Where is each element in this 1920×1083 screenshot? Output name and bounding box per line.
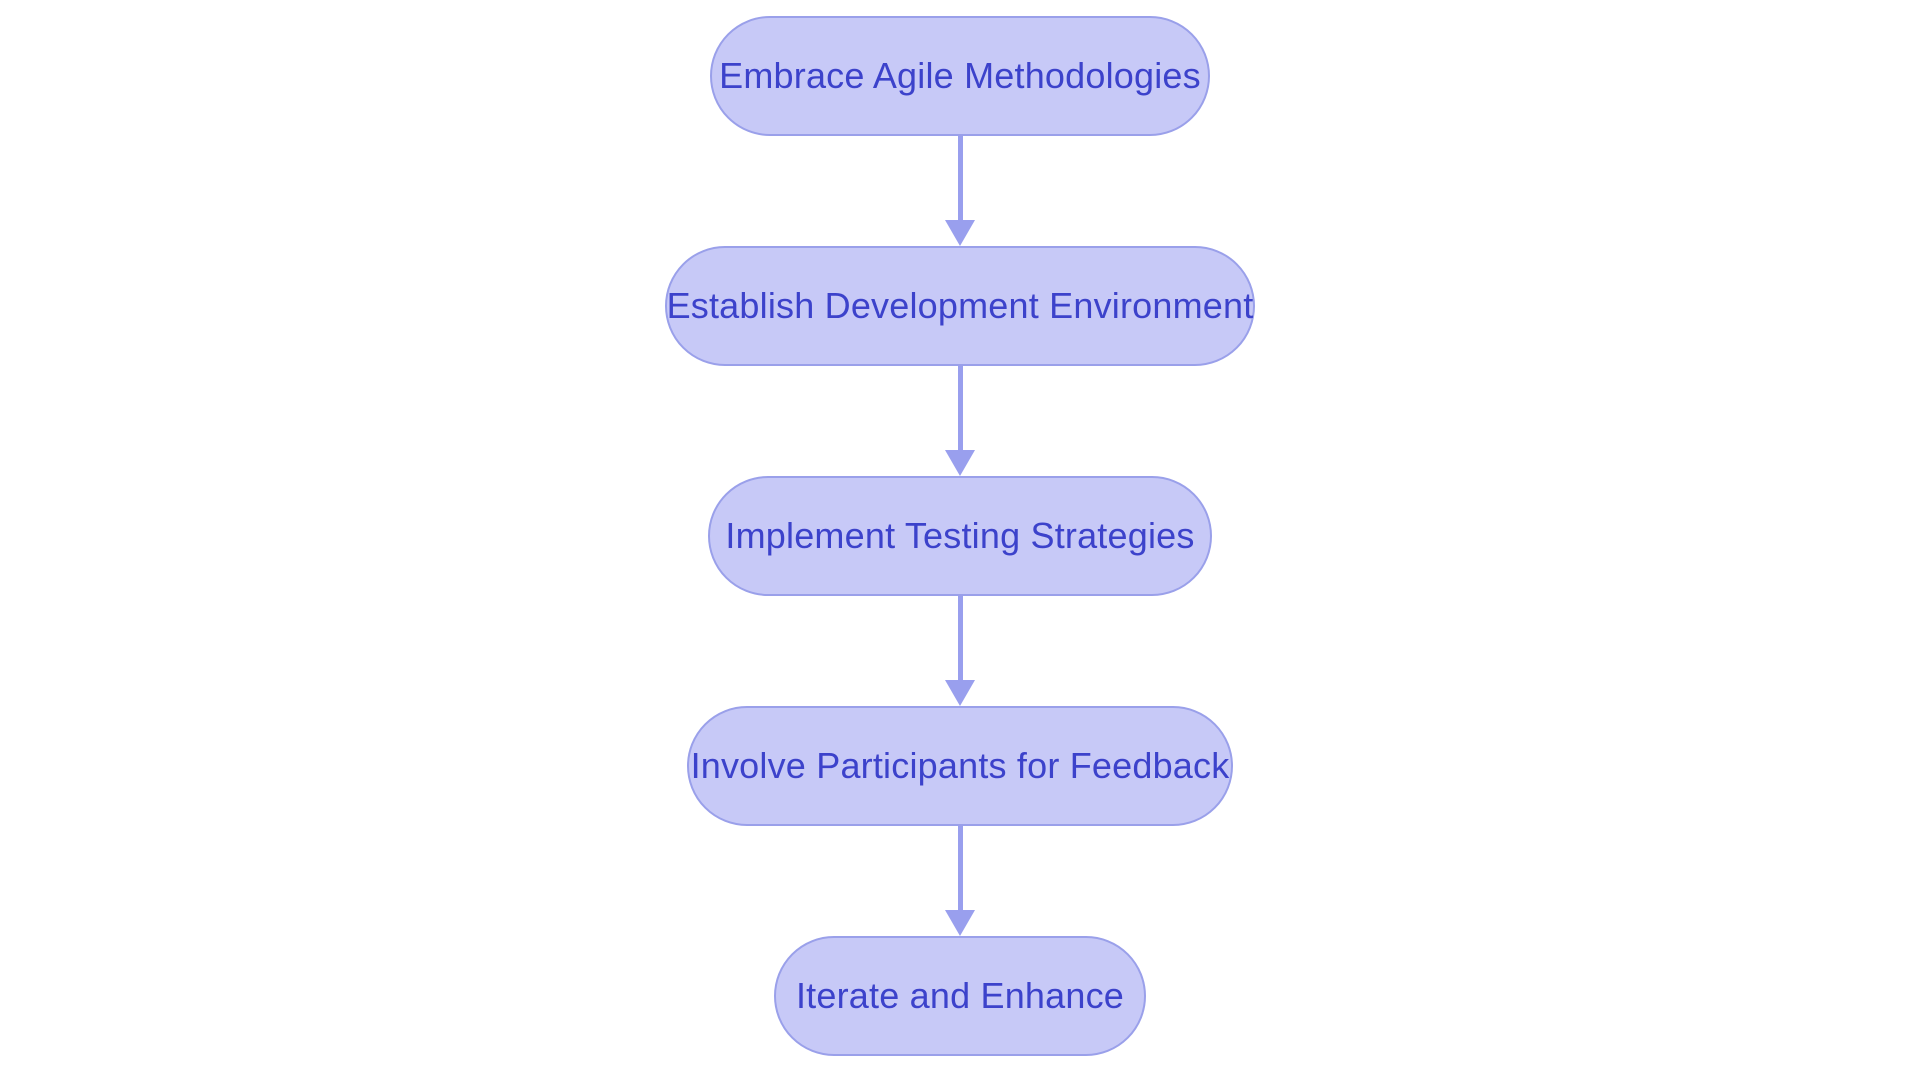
arrowhead-icon <box>945 450 975 476</box>
arrowhead-icon <box>945 680 975 706</box>
arrow-shaft <box>957 596 963 680</box>
flow-node-iterate-and-enhance: Iterate and Enhance <box>774 936 1146 1056</box>
down-arrow-3 <box>945 596 975 706</box>
arrowhead-icon <box>945 220 975 246</box>
arrowhead-icon <box>945 910 975 936</box>
arrow-shaft <box>957 136 963 220</box>
down-arrow-4 <box>945 826 975 936</box>
flow-node-embrace-agile-methodologies: Embrace Agile Methodologies <box>710 16 1210 136</box>
arrow-shaft <box>957 366 963 450</box>
flow-node-implement-testing-strategies: Implement Testing Strategies <box>708 476 1212 596</box>
arrow-shaft <box>957 826 963 910</box>
flow-node-involve-participants-for-feedback: Involve Participants for Feedback <box>687 706 1233 826</box>
down-arrow-2 <box>945 366 975 476</box>
down-arrow-1 <box>945 136 975 246</box>
flow-node-establish-development-environment: Establish Development Environment <box>665 246 1255 366</box>
